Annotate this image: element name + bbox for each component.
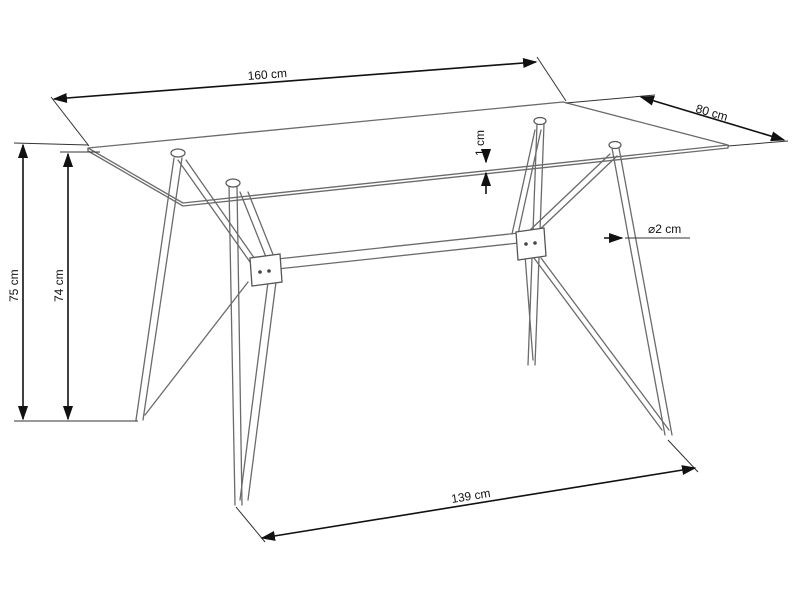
frame-height-dimension: 74 cm [52, 151, 100, 421]
front-right-leg [515, 147, 673, 436]
stretcher-bar [267, 231, 529, 271]
depth-dimension: 80 cm [565, 94, 789, 147]
front-left-leg [228, 185, 283, 506]
leg-span-label: 139 cm [450, 486, 491, 506]
depth-label: 80 cm [694, 101, 729, 123]
length-label: 160 cm [247, 66, 287, 83]
total-height-label: 75 cm [7, 269, 21, 302]
back-left-leg [135, 157, 258, 421]
length-dimension: 160 cm [50, 56, 567, 147]
frame-height-label: 74 cm [52, 269, 66, 302]
glass-thickness-label: 1 cm [473, 130, 487, 156]
leg-caps [170, 116, 622, 188]
glass-thickness-dimension: 1 cm [473, 130, 492, 194]
rod-diameter-label: ⌀2 cm [648, 222, 681, 236]
glass-tabletop [87, 101, 729, 207]
left-joint-plate [249, 253, 283, 287]
leg-span-dimension: 139 cm [235, 439, 699, 543]
right-joint-plate [515, 227, 547, 261]
total-height-dimension: 75 cm [7, 142, 138, 422]
rod-diameter-dimension: ⌀2 cm [604, 222, 690, 244]
